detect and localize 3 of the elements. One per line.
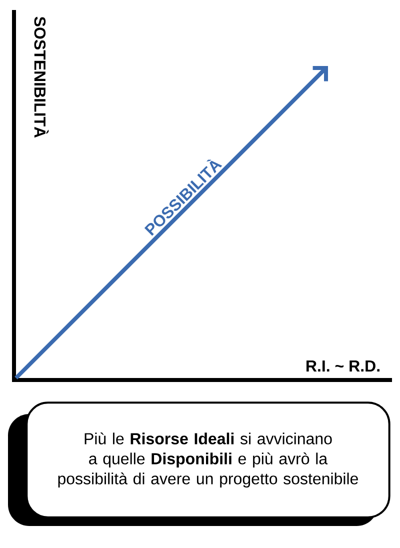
axis-label: R.I. ~ R.D. [306,360,380,372]
axis-label: SOSTENIBILITÀ [34,16,49,138]
text-box: Più le Risorse Ideali si avvicinano a quelle Disponibili e più avrò la possibilità di avere un progetto sostenibile [26,402,390,518]
